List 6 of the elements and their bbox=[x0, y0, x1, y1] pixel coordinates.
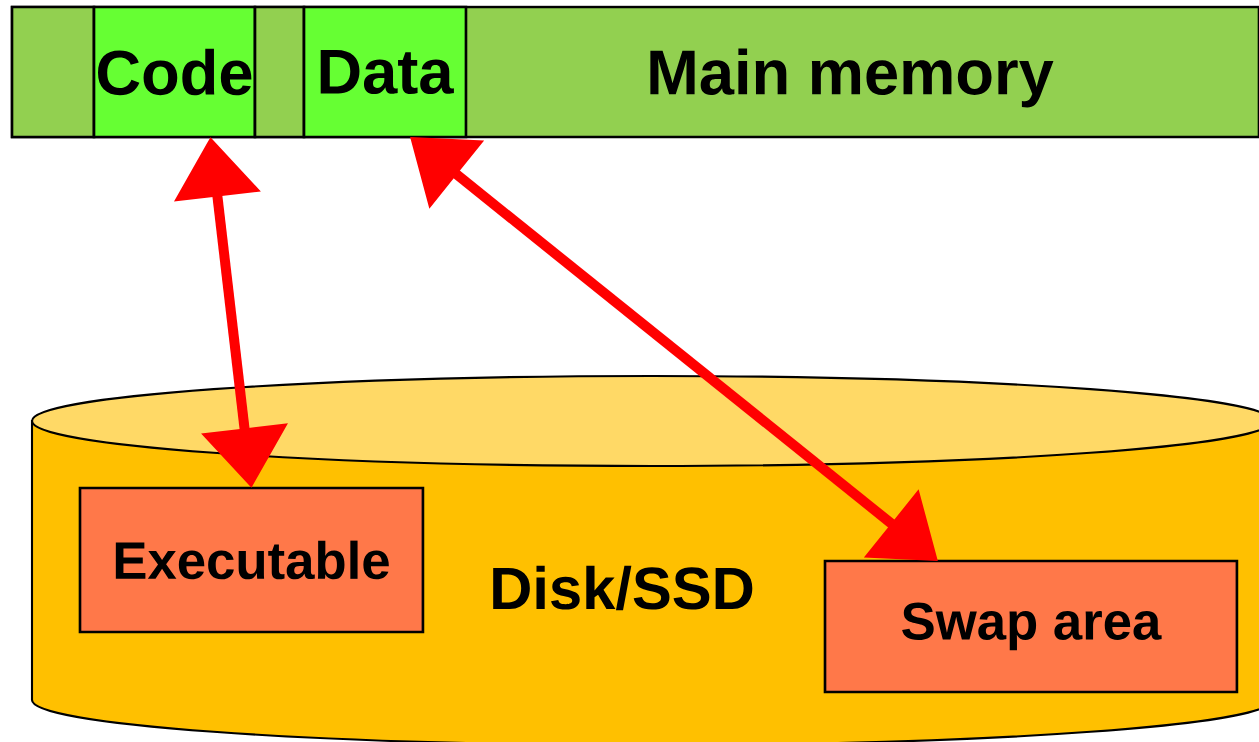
memory-segment: Data bbox=[302, 5, 468, 139]
memory-segment bbox=[253, 5, 306, 139]
memory-segment: Code bbox=[92, 5, 257, 139]
file-box: Executable bbox=[78, 486, 425, 634]
file-box: Swap area bbox=[823, 559, 1239, 694]
memory-segment bbox=[10, 5, 96, 139]
